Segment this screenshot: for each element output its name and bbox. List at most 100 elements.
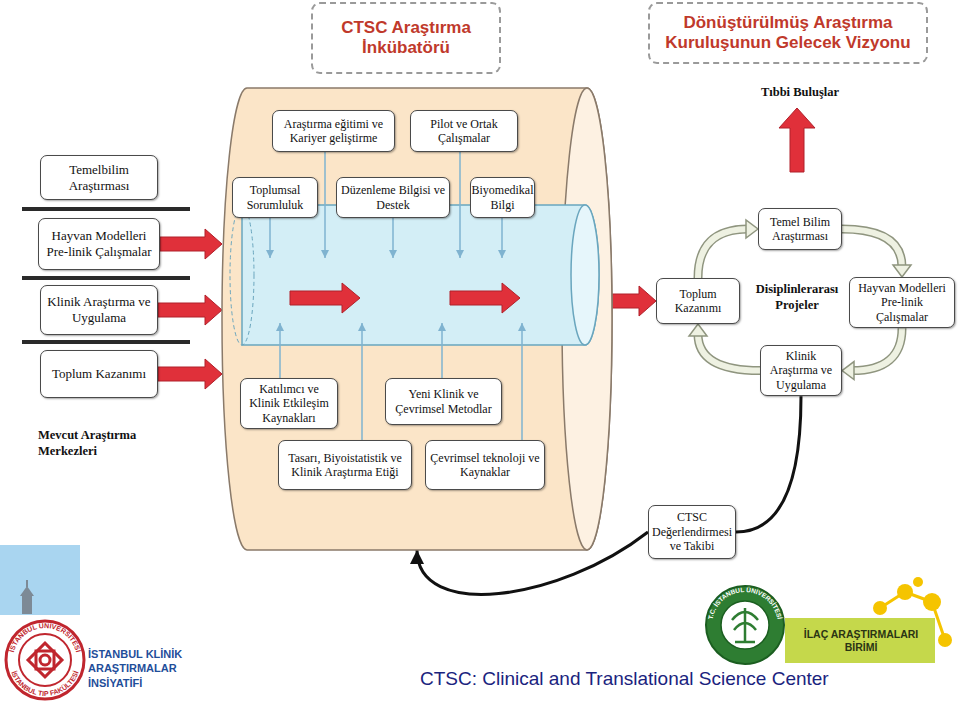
cylinder-body — [222, 88, 612, 550]
process-box: Yeni Klinik ve Çevrimsel Metodlar — [385, 378, 502, 425]
feed-arrowhead — [456, 250, 464, 258]
box-text: Katılımcı ve Klinik Etkileşim Kaynakları — [245, 382, 333, 425]
process-box: Tasarı, Biyoistatistik ve Klinik Araştır… — [278, 440, 412, 490]
cycle-arrowhead — [893, 265, 911, 277]
connector — [698, 220, 758, 278]
feed-arrowhead — [438, 323, 446, 331]
process-box: Toplumsal Sorumluluk — [232, 177, 318, 218]
cycle-box: Klinik Araştırma ve Uygulama — [760, 345, 842, 396]
feed-arrow — [361, 323, 363, 440]
box-text: Hayvan Modelleri Pre-linik Çalışmalar — [43, 228, 155, 259]
box-text: Çevrimsel teknoloji ve Kaynaklar — [430, 451, 540, 480]
process-box: Klinik Araştırma ve Uygulama — [40, 285, 158, 335]
connector — [158, 295, 222, 325]
feed-arrowhead — [276, 323, 284, 331]
process-box: Hayvan Modelleri Pre-linik Çalışmalar — [38, 218, 160, 270]
connector — [158, 359, 222, 389]
box-text: CTSC Değerlendirmesi ve Takibi — [652, 510, 732, 553]
connector — [689, 324, 760, 371]
center-label: Disiplinlerarası Projeler — [748, 282, 846, 313]
cycle-arrow-outline — [852, 328, 902, 370]
cycle-arrowhead — [689, 324, 707, 336]
box-text: Hayvan Modelleri Pre-linik Çalışmalar — [854, 281, 950, 324]
box-text: Biyomedikal Bilgi — [472, 183, 534, 212]
process-box: Çevrimsel teknoloji ve Kaynaklar — [425, 440, 545, 490]
feed-arrow — [459, 152, 461, 258]
box-text: Tasarı, Biyoistatistik ve Klinik Araştır… — [283, 451, 407, 480]
university-seal: İSTANBUL ÜNİVERSİTESİ İSTANBUL TIP FAKÜL… — [6, 621, 84, 699]
process-box: Katılımcı ve Klinik Etkileşim Kaynakları — [240, 378, 338, 429]
process-box: Temelbilim Araştırması — [40, 155, 158, 200]
process-box: Pilot ve Ortak Çalışmalar — [410, 110, 518, 152]
evaluation-box: CTSC Değerlendirmesi ve Takibi — [648, 505, 736, 559]
box-text: Yeni Klinik ve Çevrimsel Metodlar — [390, 387, 497, 416]
cycle-arrowhead — [746, 220, 758, 238]
box-text: Toplum Kazanımı — [661, 287, 735, 316]
cycle-arrow — [842, 229, 902, 267]
cycle-arrowhead — [842, 362, 854, 380]
logo-text: İSTANBUL KLİNİK ARAŞTIRMALAR İNSİYATİFİ — [88, 647, 198, 690]
process-box: Düzenleme Bilgisi ve Destek — [336, 177, 450, 218]
connector — [842, 328, 902, 379]
cycle-arrow — [698, 229, 748, 278]
title-text: CTSC Araştırma İnkübatörü — [319, 18, 493, 57]
cycle-arrow — [698, 334, 760, 371]
box-text: Temel Bilim Araştırması — [763, 215, 837, 244]
incubator-cylinder: CTSC Araştırma İnkübatörüAraştırma eğiti… — [222, 88, 612, 550]
arrowhead — [410, 550, 424, 564]
feed-arrow — [521, 323, 523, 440]
box-text: Temelbilim Araştırması — [45, 162, 153, 193]
feed-arrowhead — [266, 250, 274, 258]
cycle-arrow-outline — [842, 229, 902, 267]
connector — [160, 229, 222, 259]
svg-text:İSTANBUL ÜNİVERSİTESİ: İSTANBUL ÜNİVERSİTESİ — [8, 621, 82, 653]
outcome-label: Tıbbi Buluşlar — [755, 85, 845, 101]
faculty-seal: T.C. İSTANBUL ÜNİVERSİTESİ — [706, 585, 784, 664]
logo-panel — [0, 545, 80, 615]
separator-bars — [22, 209, 190, 342]
feed-arrow — [441, 323, 443, 378]
inner-tube — [242, 205, 599, 345]
process-box: Biyomedikal Bilgi — [470, 177, 535, 218]
box-text: Araştırma eğitimi ve Kariyer geliştirme — [277, 117, 390, 146]
svg-text:T.C. İSTANBUL ÜNİVERSİTESİ: T.C. İSTANBUL ÜNİVERSİTESİ — [707, 585, 784, 620]
box-text: Toplum Kazanımı — [52, 366, 146, 382]
flow-line — [736, 396, 801, 532]
tower-icon — [20, 580, 34, 614]
connector — [612, 286, 656, 316]
caption: CTSC: Clinical and Translational Science… — [420, 668, 829, 691]
tube-end — [571, 205, 599, 345]
cycle-box: Toplum Kazanımı — [656, 278, 740, 324]
feed-arrowhead — [358, 323, 366, 331]
box-text: Klinik Araştırma ve Uygulama — [45, 294, 153, 325]
box-text: Toplumsal Sorumluluk — [237, 183, 313, 212]
box-text: Klinik Araştırma ve Uygulama — [765, 349, 837, 392]
connector — [842, 229, 911, 277]
cycle-box: Hayvan Modelleri Pre-linik Çalışmalar — [849, 277, 955, 328]
seal-text: İSTANBUL TIP FAKÜLTESİ — [10, 670, 80, 697]
flow-arrow — [450, 283, 520, 313]
feed-arrowhead — [321, 250, 329, 258]
discovery-arrow — [779, 108, 815, 172]
cycle-arrow-outline — [698, 229, 748, 278]
title-box: CTSC Araştırma İnkübatörü — [311, 2, 501, 74]
cycle-arrow-outline — [698, 334, 760, 371]
feed-arrow — [324, 152, 326, 258]
block-arrow — [158, 359, 222, 389]
feed-arrowhead — [389, 250, 397, 258]
box-text: Dönüştürülmüş Araştırma Kuruluşunun Gele… — [656, 13, 920, 52]
svg-text:İSTANBUL TIP FAKÜLTESİ: İSTANBUL TIP FAKÜLTESİ — [10, 670, 80, 697]
cycle-box: Temel Bilim Araştırması — [758, 208, 842, 250]
block-arrow — [160, 229, 222, 259]
tube-end — [230, 205, 254, 345]
feed-arrow — [279, 323, 281, 378]
cycle-arrow — [852, 328, 902, 370]
seal-text: T.C. İSTANBUL ÜNİVERSİTESİ — [707, 585, 784, 620]
process-box: Araştırma eğitimi ve Kariyer geliştirme — [272, 110, 395, 152]
box-text: Pilot ve Ortak Çalışmalar — [415, 117, 513, 146]
block-arrow — [158, 295, 222, 325]
logo-text: İLAÇ ARAŞTIRMALARI BİRİMİ — [790, 628, 932, 654]
feed-arrowhead — [498, 250, 506, 258]
block-arrow — [612, 286, 656, 316]
connector — [736, 396, 801, 532]
